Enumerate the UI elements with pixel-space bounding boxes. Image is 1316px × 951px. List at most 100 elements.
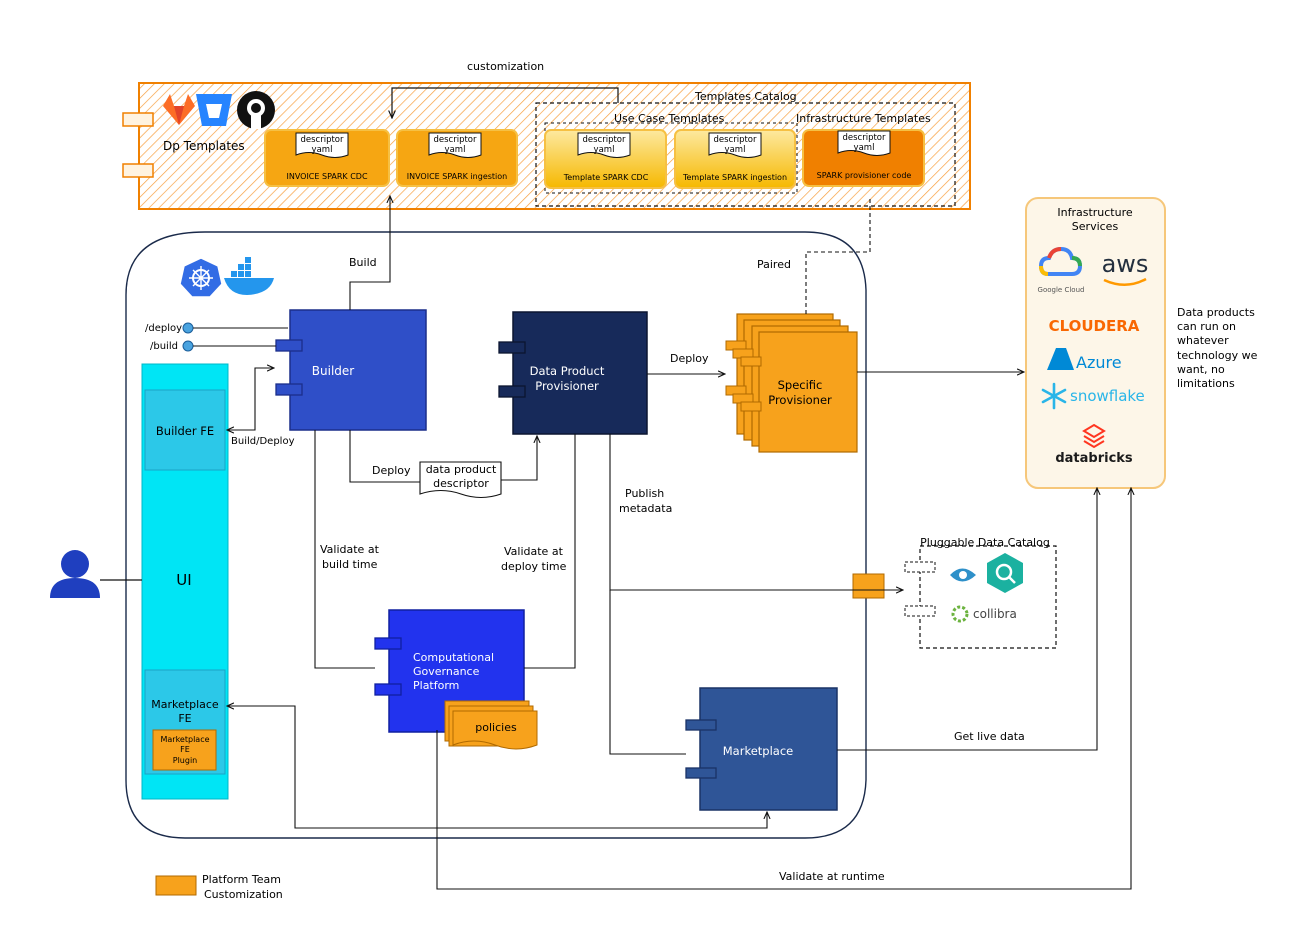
policies-component: policies [444,700,538,750]
infra-title-line1: Infrastructure [1057,206,1133,219]
collibra-icon [951,605,969,623]
specific-label-line1: Specific [778,378,823,392]
customization-arrow [392,87,619,118]
legend-line2: Customization [204,888,283,901]
note-line4: technology we [1177,349,1258,362]
card-template-spark-cdc: descriptor yaml Template SPARK CDC [544,129,667,189]
ui-panel: Builder FE UI Marketplace FE Marketplace… [141,363,229,800]
templates-catalog-title: Templates Catalog [694,90,797,103]
descriptor-doc-line1: data product [426,463,497,476]
validate-runtime-arrow [436,488,1131,890]
data-product-descriptor-doc: data product descriptor [419,461,502,499]
google-cloud-label: Google Cloud [1038,286,1085,294]
use-case-templates-title: Use Case Templates [614,112,725,125]
plugin-label-line2: FE [180,745,190,754]
get-live-data-label: Get live data [954,730,1025,743]
connectors [227,196,1131,890]
card-spark-provisioner-code: descriptor yaml SPARK provisioner code [802,129,925,187]
gov-label-line3: Platform [413,679,459,692]
yaml-text: yaml [594,145,615,155]
docker-icon [224,257,274,295]
card-label: Template SPARK ingestion [682,173,787,182]
marketplace-component: Marketplace [685,687,838,811]
note-line1: Data products [1177,306,1255,319]
dp-templates-label: Dp Templates [163,139,245,153]
card-label: INVOICE SPARK CDC [286,172,367,181]
dpp-to-marketplace-line [609,590,686,755]
build-endpoint: /build [150,340,276,352]
infra-note: Data products can run on whatever techno… [1177,306,1258,390]
paired-label: Paired [757,258,791,271]
cloudera-label: CLOUDERA [1049,317,1140,335]
deploy-label: Deploy [670,352,709,365]
validate-build-line1: Validate at [320,543,380,556]
legend: Platform Team Customization [155,873,283,901]
marketplace-label: Marketplace [723,744,793,758]
descriptor-text: descriptor [713,135,757,145]
publish-label-line2: metadata [619,502,672,515]
card-invoice-spark-ingestion: descriptor yaml INVOICE SPARK ingestion [396,129,518,187]
databricks-label: databricks [1055,451,1133,466]
plugin-label-line1: Marketplace [160,735,209,744]
card-template-spark-ingestion: descriptor yaml Template SPARK ingestion [674,129,796,189]
builder-label: Builder [312,364,355,378]
note-line5: want, no [1177,363,1225,376]
card-label: Template SPARK CDC [563,173,649,182]
databricks-icon [1082,423,1106,449]
yaml-text: yaml [725,145,746,155]
yaml-text: yaml [854,143,875,153]
github-icon [237,91,275,129]
eye-pupil [959,571,967,579]
paired-connector [805,196,871,314]
descriptor-doc-line2: descriptor [433,477,489,490]
gitlab-icon [163,94,195,125]
card-label: SPARK provisioner code [817,171,912,180]
validate-build-line2: build time [322,558,378,571]
customization-label: customization [467,60,544,73]
bitbucket-icon [196,94,232,126]
user-icon [50,550,100,598]
infrastructure-templates-title: Infrastructure Templates [796,112,931,125]
note-line2: can run on [1177,320,1236,333]
builder-component: Builder [275,309,427,431]
descriptor-text: descriptor [300,135,344,145]
deploy-endpoint: /deploy [145,322,288,334]
dpp-label-line2: Provisioner [535,379,599,393]
note-line3: whatever [1177,334,1229,347]
specific-provisioner-component: Specific Provisioner [725,313,858,453]
aws-smile-icon [1103,277,1147,286]
snowflake-label: snowflake [1070,387,1145,405]
deploy-descriptor-label: Deploy [372,464,411,477]
catalog-title: Pluggable Data Catalog [920,536,1050,549]
policies-label: policies [475,721,517,734]
descriptor-text: descriptor [582,135,626,145]
plugin-label-line3: Plugin [173,756,198,765]
validate-deploy-line [524,434,576,669]
data-product-provisioner-component: Data Product Provisioner [498,311,648,435]
build-arrow [349,196,390,310]
gov-label-line2: Governance [413,665,480,678]
templates-catalog-frame [535,102,956,207]
note-line6: limitations [1177,377,1235,390]
infrastructure-services-panel: Infrastructure Services Google Cloud aws… [1025,197,1166,489]
publish-label-line1: Publish [625,487,664,500]
legend-line1: Platform Team [202,873,281,886]
pluggable-data-catalog: Pluggable Data Catalog collibra [904,536,1057,649]
build-deploy-arrow [227,368,274,430]
legend-swatch [155,875,197,896]
marketplace-fe-label-line1: Marketplace [151,698,219,711]
gov-label-line1: Computational [413,651,494,664]
google-cloud-icon [1038,246,1083,276]
platform-boundary [125,231,867,839]
descriptor-to-dpp-arrow [500,436,537,481]
dpp-label-line1: Data Product [530,364,605,378]
build-label: Build [349,256,377,269]
ui-label: UI [176,571,191,589]
azure-label: Azure [1076,353,1122,372]
builder-deploy-line [349,430,420,483]
descriptor-text: descriptor [842,133,886,143]
kubernetes-icon [179,257,223,298]
validate-deploy-line2: deploy time [501,560,567,573]
yaml-text: yaml [312,145,333,155]
marketplace-fe-arrow [227,706,767,829]
